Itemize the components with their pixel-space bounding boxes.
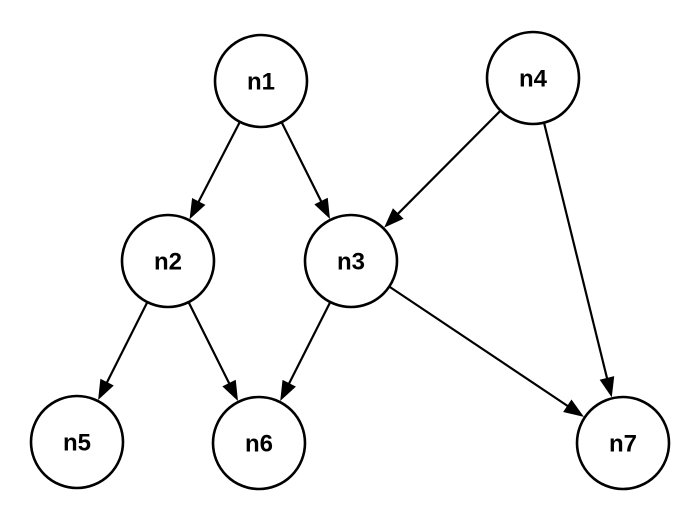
node-label-n7: n7 bbox=[609, 431, 637, 458]
node-label-n5: n5 bbox=[63, 430, 91, 457]
arrowhead-n2-n6 bbox=[222, 379, 238, 401]
node-n3: n3 bbox=[303, 213, 399, 309]
node-n4: n4 bbox=[485, 30, 581, 126]
node-n6: n6 bbox=[211, 395, 307, 491]
node-n5: n5 bbox=[29, 394, 125, 490]
node-circle-n4 bbox=[485, 30, 581, 126]
edge-n4-n7 bbox=[543, 123, 609, 381]
edge-n4-n3 bbox=[396, 110, 501, 216]
node-circle-n3 bbox=[303, 213, 399, 309]
edge-n3-n6 bbox=[287, 302, 331, 386]
arrowhead-n2-n5 bbox=[98, 378, 114, 401]
edge-n1-n3 bbox=[281, 122, 323, 204]
node-label-n2: n2 bbox=[154, 249, 182, 276]
edge-n2-n5 bbox=[105, 302, 148, 385]
node-label-n3: n3 bbox=[337, 249, 365, 276]
edge-n2-n6 bbox=[188, 302, 231, 386]
node-n7: n7 bbox=[575, 395, 671, 491]
arrowhead-n4-n7 bbox=[599, 376, 615, 398]
node-circle-n2 bbox=[120, 213, 216, 309]
node-circle-n1 bbox=[213, 33, 309, 129]
node-circle-n5 bbox=[29, 394, 125, 490]
edge-n1-n2 bbox=[196, 122, 241, 204]
edge-n3-n7 bbox=[389, 286, 570, 408]
arrowhead-n1-n2 bbox=[189, 198, 206, 220]
arrowhead-n4-n3 bbox=[384, 208, 404, 228]
node-label-n6: n6 bbox=[245, 431, 273, 458]
arrowhead-n3-n6 bbox=[280, 379, 296, 402]
node-label-n4: n4 bbox=[519, 66, 548, 93]
arrowhead-n1-n3 bbox=[314, 197, 330, 219]
node-circle-n6 bbox=[211, 395, 307, 491]
node-label-n1: n1 bbox=[247, 69, 275, 96]
node-n2: n2 bbox=[120, 213, 216, 309]
arrowhead-n3-n7 bbox=[563, 399, 584, 417]
node-n1: n1 bbox=[213, 33, 309, 129]
node-circle-n7 bbox=[575, 395, 671, 491]
